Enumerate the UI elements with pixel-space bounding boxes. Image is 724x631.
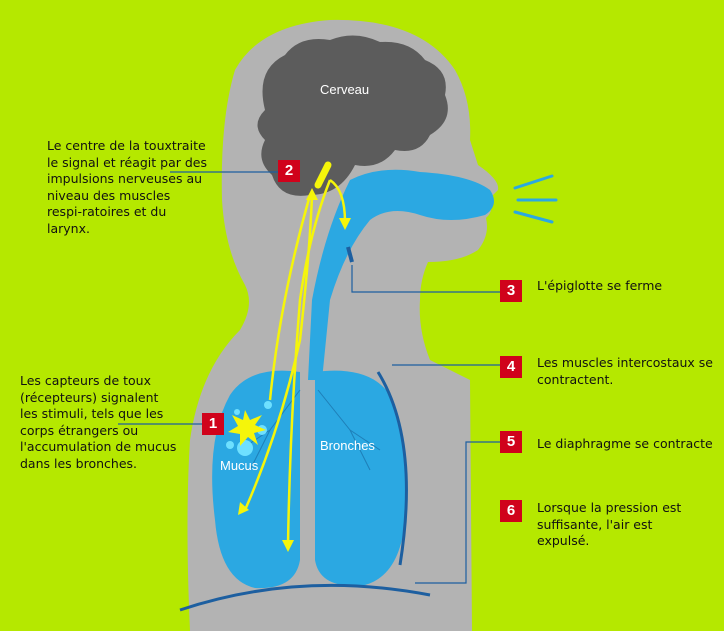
diaphragm [179,583,431,612]
step-1-badge: 1 [202,413,224,435]
step-4-text: Les muscles intercostaux se contractent. [537,355,713,387]
brain-shape [257,35,448,196]
arrowheads [238,188,351,552]
exhale-lines [513,174,558,224]
step-5-text: Le diaphragme se contracte [537,436,713,451]
intercostal-muscle [376,371,408,566]
step-3-badge: 3 [500,280,522,302]
step-5-badge: 5 [500,431,522,453]
signal-center [314,161,332,189]
epiglottis [346,246,354,263]
step-6-text: Lorsque la pression est suffisante, l'ai… [537,500,682,548]
nerve-signal-arrows [243,178,347,546]
step-6-badge: 6 [500,500,522,522]
brain-label: Cerveau [320,82,370,97]
bronchi-label: Bronches [320,438,375,453]
right-lung [315,370,406,586]
step-2-text: Le centre de la touxtraite le signal et … [47,138,207,236]
stimulus-burst-icon [228,410,266,446]
step-4-badge: 4 [500,356,522,378]
mucus-particles [226,401,272,456]
step-2-badge: 2 [278,160,300,182]
mucus-label: Mucus [220,458,259,473]
step-3-text: L'épiglotte se ferme [537,278,663,293]
step-1-text: Les capteurs de toux (récepteurs) signal… [20,373,177,471]
leader-lines [118,171,500,584]
